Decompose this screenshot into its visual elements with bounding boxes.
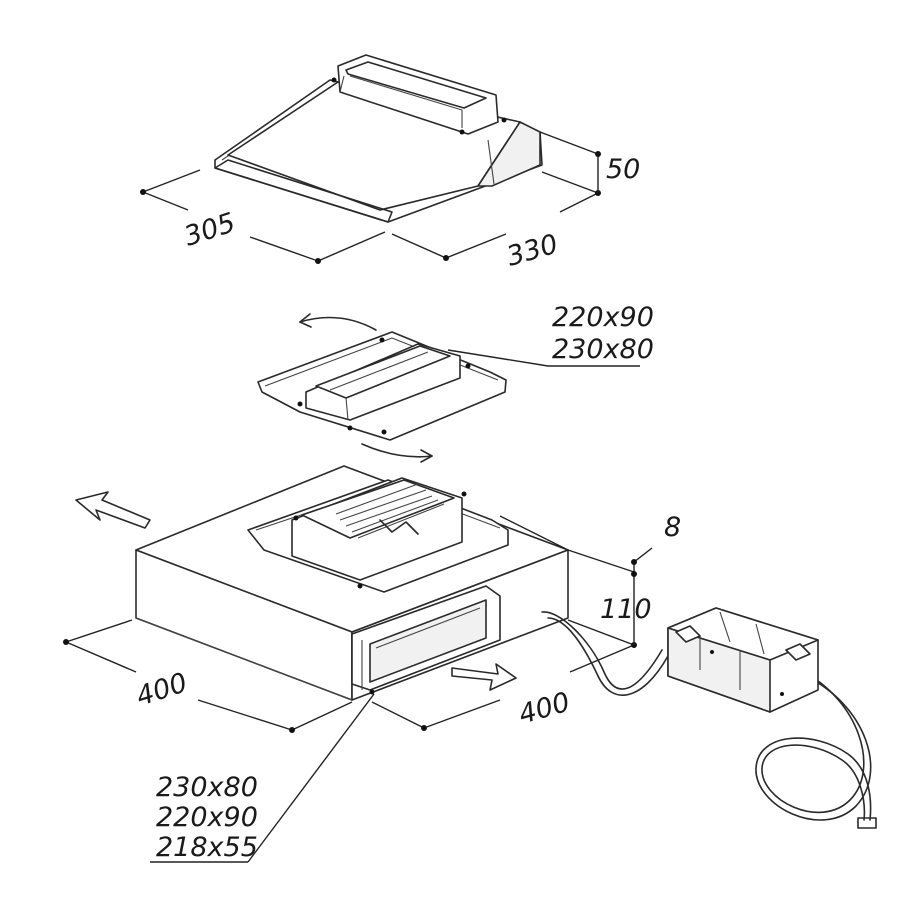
- top-duct-collar: [331, 54, 507, 135]
- outlet-size-label-1: 230x80: [156, 772, 258, 803]
- unit-offset-label: 8: [664, 512, 681, 543]
- rotation-arrows: [299, 313, 433, 463]
- unit-height-label: 110: [600, 594, 652, 625]
- outlet-size-callout: 230x80 220x90 218x55: [150, 693, 375, 863]
- airflow-arrows: [75, 491, 517, 691]
- top-adapter-width-label: 305: [181, 207, 240, 252]
- outlet-size-label-3: 218x55: [156, 832, 258, 863]
- fan-grille: [335, 483, 445, 539]
- unit-width-label: 400: [133, 667, 192, 712]
- top-adapter-height-label: 50: [606, 154, 640, 185]
- unit-depth-label: 400: [515, 687, 573, 731]
- top-adapter: [214, 54, 543, 223]
- power-cable: [541, 611, 877, 829]
- flange-size-label-1: 220x90: [552, 302, 654, 333]
- control-box: [667, 607, 819, 713]
- flange-size-label-2: 230x80: [552, 334, 654, 365]
- front-outlet: [351, 585, 501, 695]
- top-adapter-depth-label: 330: [503, 229, 561, 273]
- main-unit: [135, 465, 569, 701]
- flange-adapter: [257, 331, 507, 441]
- outlet-size-label-2: 220x90: [156, 802, 258, 833]
- flange-size-callout: 220x90 230x80: [447, 302, 654, 367]
